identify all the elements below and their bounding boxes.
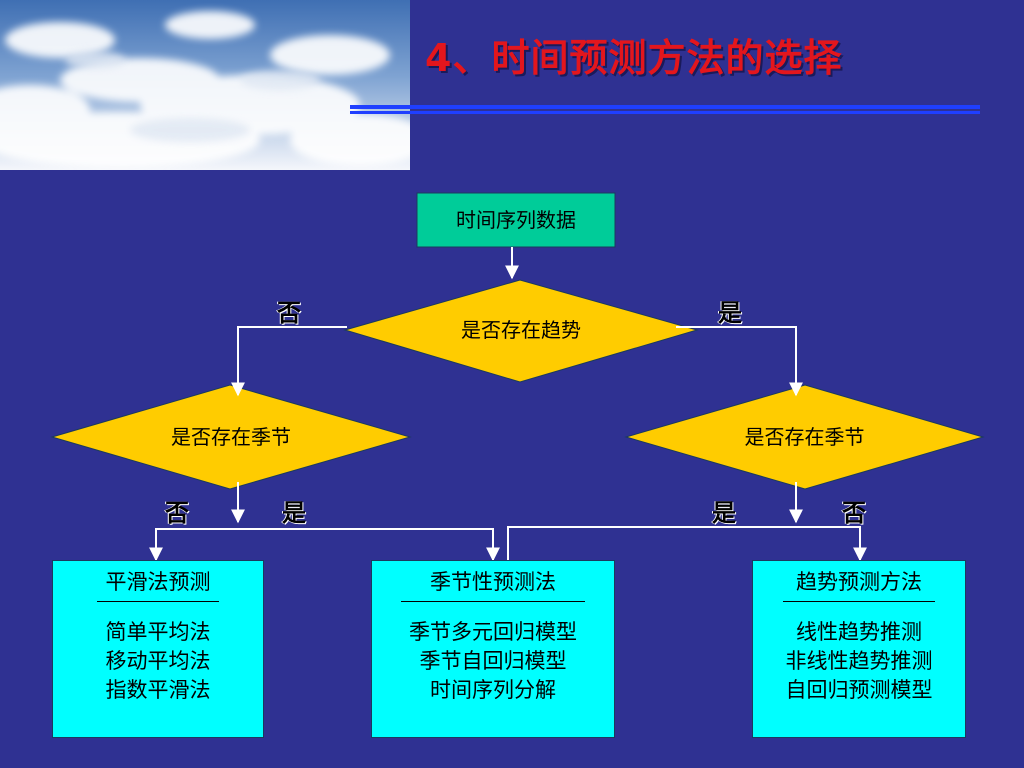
trend-decision-diamond (343, 279, 699, 383)
seasonal-methods-box: 季节性预测法 季节多元回归模型 季节自回归模型 时间序列分解 (371, 560, 615, 738)
smoothing-methods-box: 平滑法预测 简单平均法 移动平均法 指数平滑法 (52, 560, 264, 738)
result-title: 季节性预测法 (430, 570, 556, 594)
result-item: 指数平滑法 (105, 678, 211, 702)
trend-yes-label: 是 (718, 299, 742, 327)
result-item: 简单平均法 (105, 620, 211, 644)
right-season-decision-label: 是否存在季节 (744, 425, 865, 449)
trend-no-label: 否 (277, 299, 301, 327)
result-item: 时间序列分解 (430, 678, 556, 702)
result-item: 自回归预测模型 (785, 678, 933, 702)
trend-decision-label: 是否存在趋势 (461, 318, 581, 342)
connector-trend-no (231, 326, 347, 397)
result-divider (783, 601, 935, 602)
connector-left-to-seasonal (155, 528, 500, 562)
right-season-decision-diamond (624, 384, 985, 490)
start-box (416, 192, 616, 248)
sky-clouds-image (0, 0, 410, 170)
title-underline (350, 105, 980, 114)
slide-title: 4、时间预测方法的选择 (425, 36, 843, 80)
connector-trend-yes (676, 326, 803, 397)
left-season-decision-label: 是否存在季节 (171, 425, 291, 449)
result-item: 季节自回归模型 (419, 649, 567, 673)
result-divider (97, 601, 219, 602)
result-divider (401, 601, 585, 602)
start-box-label: 时间序列数据 (456, 208, 576, 232)
connector-right-to-seasonal (507, 526, 867, 562)
left-yes-label: 是 (282, 499, 306, 527)
result-item: 非线性趋势推测 (785, 649, 933, 673)
result-title: 平滑法预测 (105, 570, 211, 594)
trend-methods-box: 趋势预测方法 线性趋势推测 非线性趋势推测 自回归预测模型 (752, 560, 966, 738)
result-item: 线性趋势推测 (796, 620, 922, 644)
right-yes-label: 是 (712, 499, 736, 527)
right-no-label: 否 (842, 499, 866, 527)
result-title: 趋势预测方法 (796, 570, 922, 594)
left-no-label: 否 (165, 499, 189, 527)
left-season-decision-diamond (50, 384, 412, 490)
result-item: 季节多元回归模型 (409, 620, 577, 644)
result-item: 移动平均法 (105, 649, 211, 673)
